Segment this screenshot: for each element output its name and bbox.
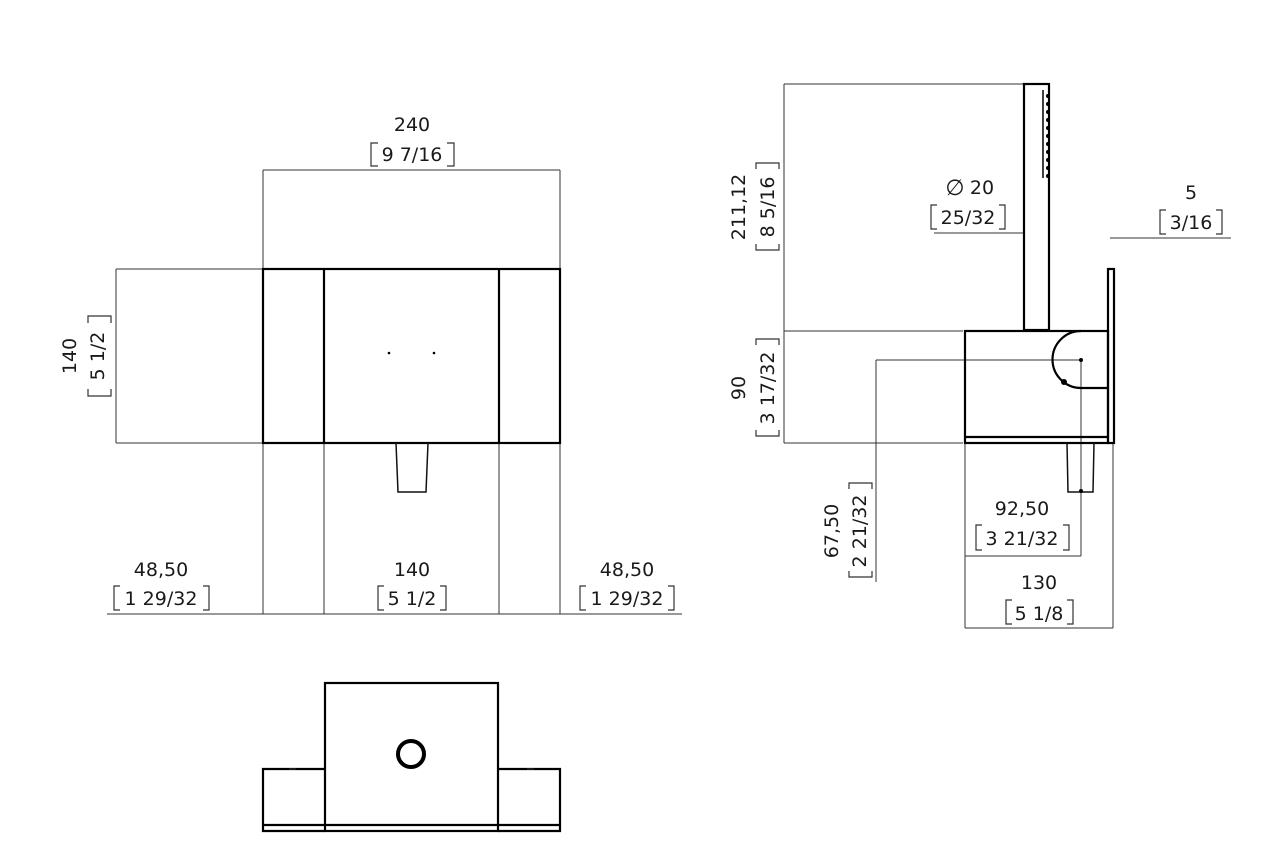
side-diam-symbol: ∅: [945, 176, 964, 201]
side-view: 211,12 8 5/16 ∅ 20 25/32 5 3/16 90 3 17/…: [728, 82, 1231, 629]
side-axis-h-in: 2 21/32: [849, 495, 871, 568]
front-dot-right: [432, 351, 436, 355]
bottom-center-block: [323, 681, 500, 833]
front-width-mm: 240: [394, 114, 430, 136]
side-axis-h-mm: 67,50: [821, 504, 843, 558]
bottom-view: [261, 681, 562, 833]
front-height-in: 5 1/2: [87, 332, 109, 381]
front-height-mm: 140: [59, 338, 81, 374]
side-axis-d-mm: 92,50: [995, 498, 1049, 520]
side-wall-mm: 5: [1185, 182, 1197, 204]
front-center-mm: 140: [394, 559, 430, 581]
front-left-in: 1 29/32: [125, 588, 198, 610]
front-center-in: 5 1/2: [388, 588, 437, 610]
side-hand-in: 8 5/16: [757, 177, 779, 238]
side-hand-shower: [1022, 82, 1051, 332]
side-holder-arc: [1051, 329, 1108, 390]
front-dot-left: [387, 351, 391, 355]
front-spout: [395, 442, 429, 493]
front-body-outline: [261, 267, 562, 445]
side-depth-in: 5 1/8: [1015, 603, 1064, 625]
side-diam-mm: 20: [970, 177, 994, 199]
side-hand-mm: 211,12: [728, 174, 750, 240]
side-axis-d-in: 3 21/32: [986, 528, 1059, 550]
side-wall-in: 3/16: [1170, 212, 1213, 234]
front-view: 240 9 7/16 140 5 1/2 48,50 1 29/32 140 5…: [59, 114, 682, 615]
side-body-h-mm: 90: [728, 376, 750, 400]
front-width-in: 9 7/16: [382, 144, 443, 166]
side-depth-mm: 130: [1021, 572, 1057, 594]
side-nozzle-marks: [1046, 94, 1050, 178]
front-right-mm: 48,50: [600, 559, 654, 581]
side-body-h-in: 3 17/32: [757, 352, 779, 425]
front-right-in: 1 29/32: [591, 588, 664, 610]
bottom-outlet-circle: [396, 739, 426, 769]
front-left-mm: 48,50: [134, 559, 188, 581]
side-diam-in: 25/32: [941, 207, 996, 229]
